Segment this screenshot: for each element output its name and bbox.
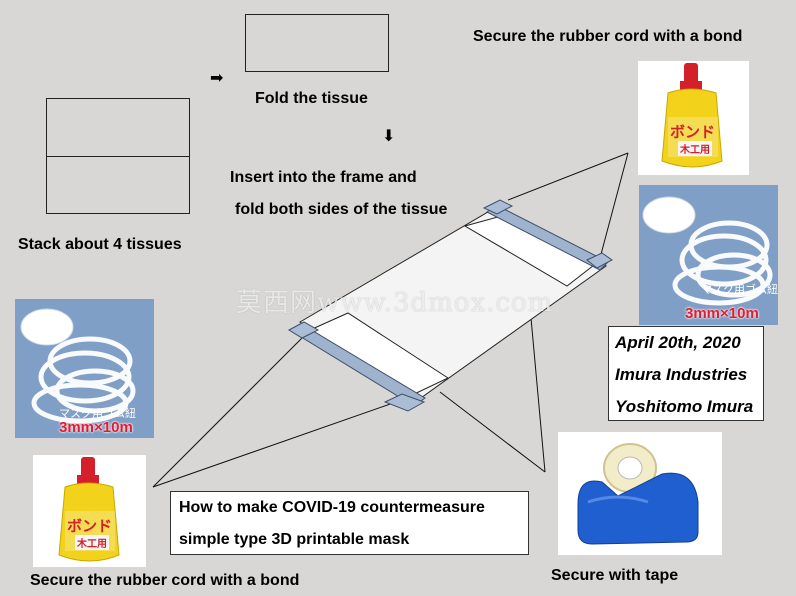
fold-tissue-label: Fold the tissue — [255, 90, 368, 107]
rubber-cord-photo-right: マスク用ゴム紐 3mm×10m — [639, 185, 778, 325]
tape-dispenser-photo — [558, 432, 722, 555]
mask-frame-bottom-cap — [383, 393, 426, 412]
secure-tape-label: Secure with tape — [551, 567, 679, 584]
bond-brand-text: ボンド — [67, 517, 113, 535]
connector-line — [439, 391, 546, 473]
tissue-fold-line — [47, 156, 189, 157]
down-arrow-icon: ⬇ — [382, 128, 396, 145]
info-author: Yoshitomo Imura — [615, 397, 754, 416]
connector-line — [507, 152, 629, 201]
connector-line — [152, 337, 303, 488]
stack-tissues-label: Stack about 4 tissues — [18, 236, 182, 253]
bond-sub-text: 木工用 — [678, 141, 712, 156]
cord-size-text: 3mm×10m — [59, 419, 133, 436]
watermark-text: 莫西网www.3dmox.com — [236, 288, 554, 318]
insert-frame-label-line2: fold both sides of the tissue — [235, 201, 448, 218]
info-company: Imura Industries — [615, 365, 748, 384]
title-line-1: How to make COVID-19 countermeasure — [179, 499, 485, 516]
mask-frame-bottom-cap — [287, 321, 320, 339]
bond-bottle-icon — [58, 457, 120, 562]
insert-frame-label-line1: Insert into the frame and — [230, 169, 417, 186]
author-info-box: April 20th, 2020 Imura Industries Yoshit… — [608, 326, 764, 421]
tape-dispenser-icon — [577, 443, 699, 545]
stacked-tissue-diagram — [46, 98, 190, 214]
secure-bond-label-top: Secure the rubber cord with a bond — [473, 28, 743, 45]
folded-tissue-diagram — [245, 14, 389, 72]
bond-bottle-photo-bottom: ボンド 木工用 — [33, 455, 146, 567]
cord-text: マスク用ゴム紐 — [701, 283, 778, 296]
rubber-cord-photo-left: マスク用ゴム紐 3mm×10m — [15, 299, 154, 438]
rubber-cord-icon — [642, 196, 773, 306]
title-box: How to make COVID-19 countermeasure simp… — [170, 491, 529, 555]
info-date: April 20th, 2020 — [615, 333, 741, 352]
bond-bottle-photo-top: ボンド 木工用 — [638, 61, 749, 175]
bond-brand-text: ボンド — [670, 123, 716, 141]
bond-bottle-icon — [661, 63, 723, 168]
rubber-cord-icon — [20, 308, 136, 424]
connector-line — [599, 152, 629, 259]
mask-frame-top-cap — [482, 199, 514, 215]
bond-sub-text: 木工用 — [75, 535, 109, 550]
title-line-2: simple type 3D printable mask — [179, 531, 410, 548]
cord-size-text: 3mm×10m — [685, 305, 759, 322]
secure-bond-label-bottom: Secure the rubber cord with a bond — [30, 572, 300, 589]
mask-frame-top-cap — [586, 252, 613, 269]
right-arrow-icon: ➡ — [210, 70, 224, 87]
connector-line — [152, 401, 397, 488]
cord-text: マスク用ゴム紐 — [59, 407, 136, 420]
